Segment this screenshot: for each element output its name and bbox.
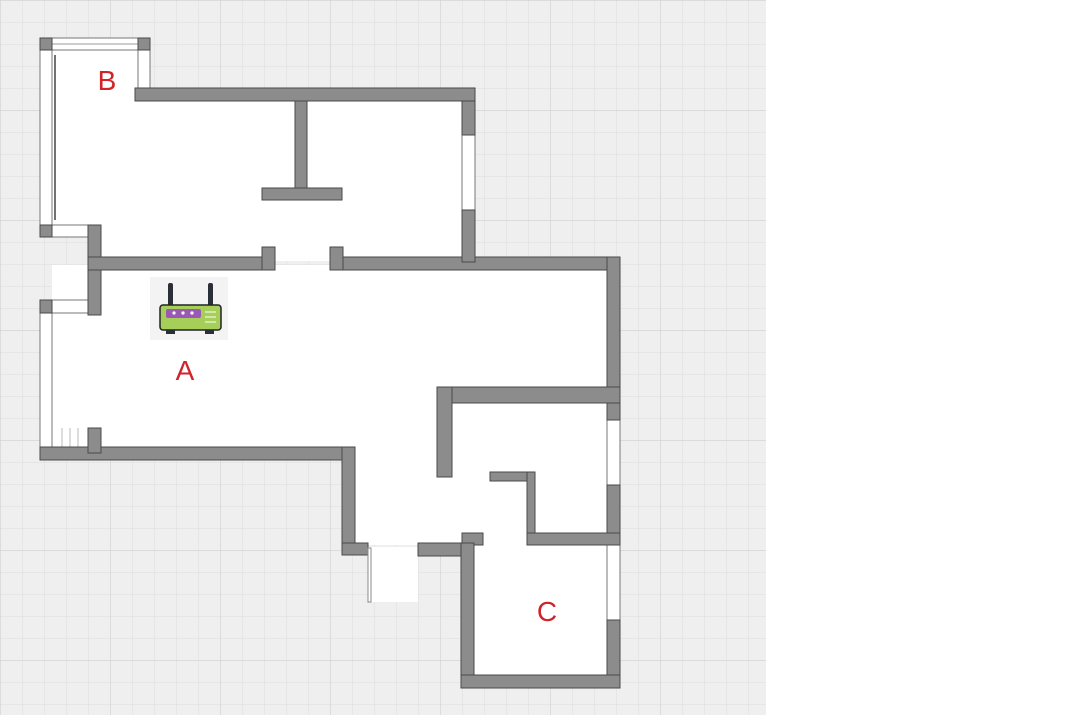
wifi-router-icon bbox=[150, 277, 228, 340]
room-label-c: C bbox=[537, 596, 557, 627]
walls bbox=[39, 37, 621, 689]
floor-area bbox=[52, 50, 607, 675]
door bbox=[367, 547, 372, 603]
windows bbox=[39, 37, 621, 621]
room-label-b: B bbox=[98, 65, 117, 96]
room-label-a: A bbox=[176, 355, 195, 386]
